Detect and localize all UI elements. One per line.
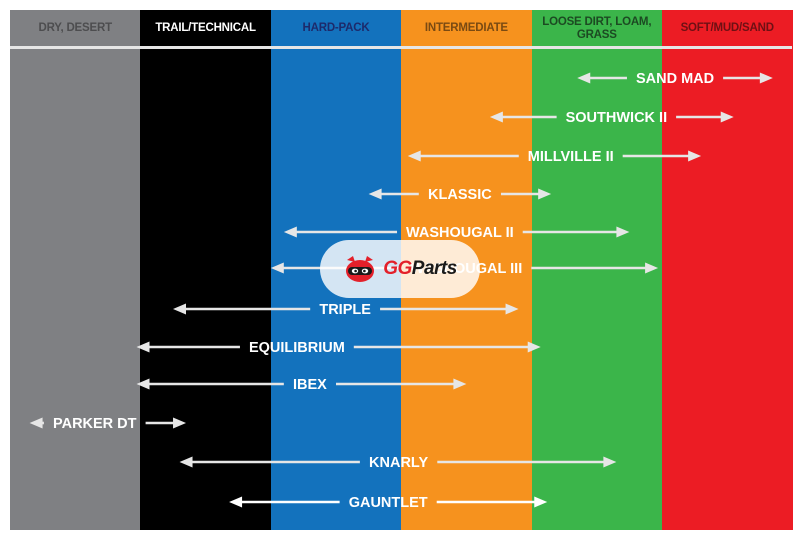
column-header: TRAIL/TECHNICAL [155,22,256,34]
arrowhead-right [538,188,552,200]
arrowhead-left [270,262,284,274]
tire-arrow: KNARLY [179,455,617,471]
arrowhead-left [29,417,43,429]
tire-arrow: MILLVILLE II [407,149,702,165]
arrowhead-left [577,72,591,84]
tire-name-label: IBEX [293,377,327,393]
arrowhead-left [136,378,150,390]
arrowhead-left [283,226,297,238]
tire-name-label: TRIPLE [319,302,371,318]
logo-wordmark: GGParts [383,258,457,279]
arrowhead-left [136,341,150,353]
terrain-column [140,10,272,530]
column-header: SOFT/MUD/SAND [680,22,774,34]
arrowhead-left [489,111,503,123]
tire-arrow: KLASSIC [368,187,552,203]
arrowhead-right [173,417,187,429]
tire-arrow: WASHOUGAL II [283,225,630,241]
tire-name-label: PARKER DT [53,416,137,432]
terrain-column [662,10,793,530]
arrowhead-left [229,496,243,508]
arrowhead-left [407,150,421,162]
arrowhead-right [505,303,519,315]
arrowhead-right [720,111,734,123]
arrowhead-right [688,150,702,162]
column-header: HARD-PACK [302,22,370,34]
arrowhead-left [368,188,382,200]
arrowhead-right [527,341,541,353]
terrain-column [531,10,663,530]
tire-arrow: SAND MAD [577,71,773,87]
tire-name-label: EQUILIBRIUM [249,340,345,356]
tire-arrow: PARKER DT [29,416,187,432]
tire-name-label: KLASSIC [428,187,492,203]
tire-name-label: SAND MAD [636,71,714,87]
arrowhead-right [616,226,630,238]
ninja-mascot-icon [346,256,375,282]
ggparts-logo: GGParts [320,240,480,298]
arrowhead-right [603,456,617,468]
tire-arrow: GAUNTLET [229,495,548,511]
tire-arrow: TRIPLE [173,302,519,318]
arrowhead-right [759,72,773,84]
column-header: LOOSE DIRT, LOAM, GRASS [542,15,652,41]
column-header: DRY, DESERT [38,22,112,34]
arrowhead-right [453,378,467,390]
tire-name-label: SOUTHWICK II [566,110,668,126]
tire-name-label: MILLVILLE II [528,149,614,165]
tire-arrow: SOUTHWICK II [489,110,734,126]
arrowhead-left [179,456,193,468]
tire-arrow: EQUILIBRIUM [136,340,541,356]
tire-name-label: GAUNTLET [349,495,428,511]
arrowhead-left [173,303,186,315]
tire-name-label: WASHOUGAL II [406,225,514,241]
terrain-column [10,10,141,530]
column-header: INTERMEDIATE [424,22,508,34]
tire-name-label: KNARLY [369,455,428,471]
arrowhead-right [534,496,548,508]
tire-arrow: IBEX [136,377,467,393]
arrowhead-right [645,262,659,274]
header-divider [10,46,792,49]
